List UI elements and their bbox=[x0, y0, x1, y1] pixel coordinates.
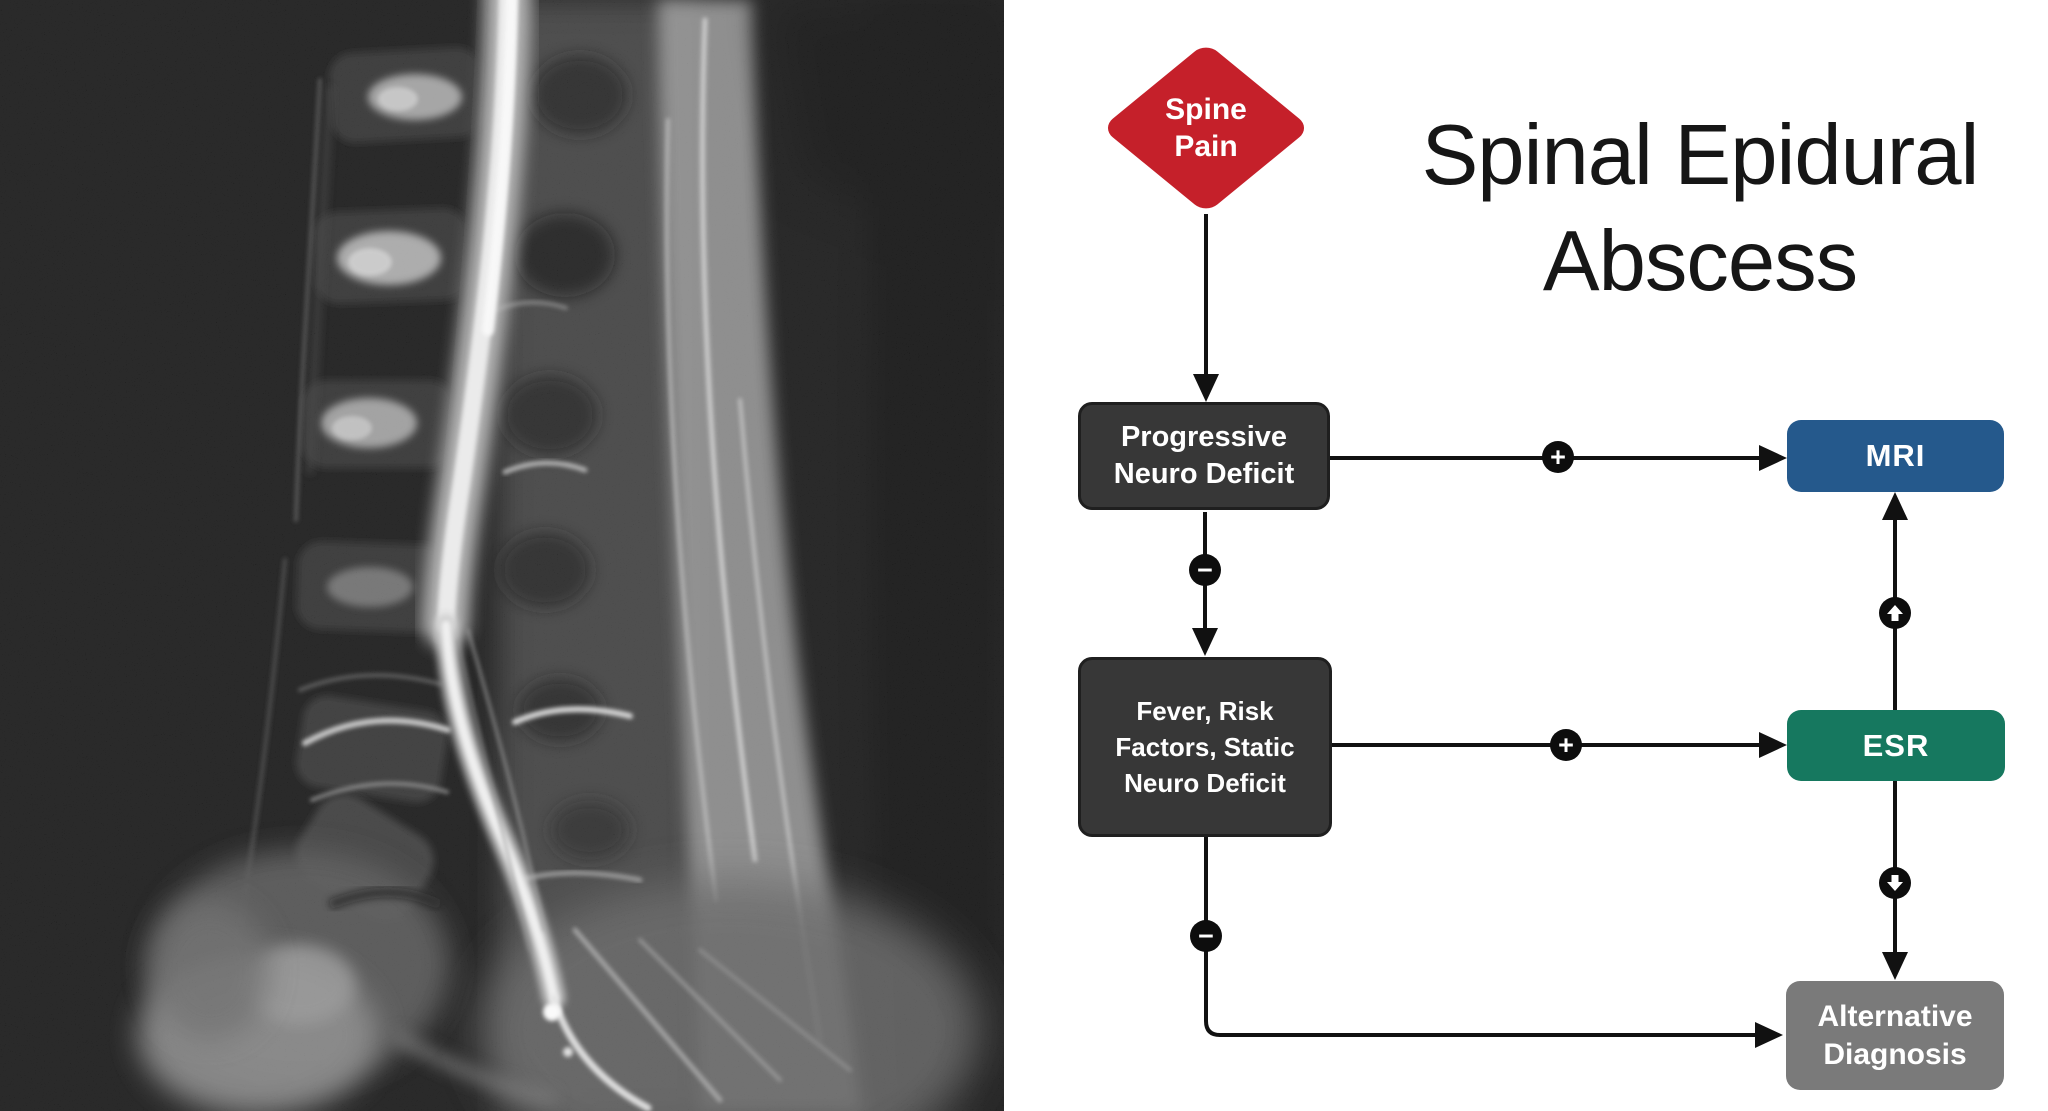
arrowhead-right-esr bbox=[1759, 732, 1787, 758]
negative-sign-icon: − bbox=[1190, 920, 1222, 952]
connector-lines bbox=[1203, 214, 1897, 1037]
connector-fever-altdx bbox=[1204, 837, 1756, 1037]
node-esr: ESR bbox=[1787, 710, 2005, 781]
arrow-down-icon bbox=[1879, 867, 1911, 899]
node-spine-pain: Spine Pain bbox=[1101, 42, 1311, 214]
spine-mri-image bbox=[0, 0, 1004, 1111]
plus-glyph: + bbox=[1558, 730, 1574, 760]
arrowhead-right-mri bbox=[1759, 445, 1787, 471]
arrowhead-down-fever bbox=[1192, 628, 1218, 656]
arrowhead-up-mri bbox=[1882, 492, 1908, 520]
progressive-line2: Neuro Deficit bbox=[1113, 458, 1295, 490]
arrow-up-icon bbox=[1879, 597, 1911, 629]
node-fever-risk-factors: Fever, Risk Factors, Static Neuro Defici… bbox=[1078, 657, 1332, 837]
esr-label: ESR bbox=[1862, 727, 1930, 763]
mri-noise-overlay bbox=[0, 0, 1004, 1111]
negative-sign-icon: − bbox=[1189, 554, 1221, 586]
progressive-line1: Progressive bbox=[1120, 421, 1288, 453]
arrowhead-down-progressive bbox=[1193, 374, 1219, 402]
spine-pain-label: Spine Pain bbox=[1102, 42, 1310, 214]
positive-sign-icon: + bbox=[1542, 441, 1574, 473]
fever-line2: Factors, Static bbox=[1115, 732, 1295, 762]
node-progressive-neuro-deficit: Progressive Neuro Deficit bbox=[1078, 402, 1330, 510]
diagram-title-line2: Abscess bbox=[1542, 214, 1858, 309]
node-alternative-diagnosis: Alternative Diagnosis bbox=[1786, 981, 2004, 1090]
diagram-title-line1: Spinal Epidural bbox=[1421, 108, 1980, 203]
altdx-line1: Alternative bbox=[1817, 999, 1973, 1033]
plus-glyph: + bbox=[1550, 442, 1566, 472]
fever-line1: Fever, Risk bbox=[1136, 696, 1274, 726]
node-mri: MRI bbox=[1787, 420, 2004, 492]
fever-line3: Neuro Deficit bbox=[1124, 768, 1286, 798]
minus-glyph: − bbox=[1198, 921, 1214, 951]
spine-pain-line1: Spine bbox=[1165, 93, 1247, 126]
arrow-down-glyph bbox=[1887, 875, 1903, 891]
diagram-title: Spinal Epidural Abscess bbox=[1310, 103, 2048, 315]
arrowhead-right-altdx bbox=[1755, 1022, 1783, 1048]
arrowhead-down-altdx bbox=[1882, 952, 1908, 980]
positive-sign-icon: + bbox=[1550, 729, 1582, 761]
connector-arrowheads bbox=[1192, 374, 1908, 1048]
minus-glyph: − bbox=[1197, 555, 1213, 585]
spine-pain-line2: Pain bbox=[1174, 130, 1238, 163]
altdx-line2: Diagnosis bbox=[1823, 1037, 1967, 1071]
mri-artwork bbox=[0, 0, 1004, 1111]
mri-label: MRI bbox=[1865, 438, 1926, 473]
arrow-up-glyph bbox=[1887, 605, 1903, 621]
